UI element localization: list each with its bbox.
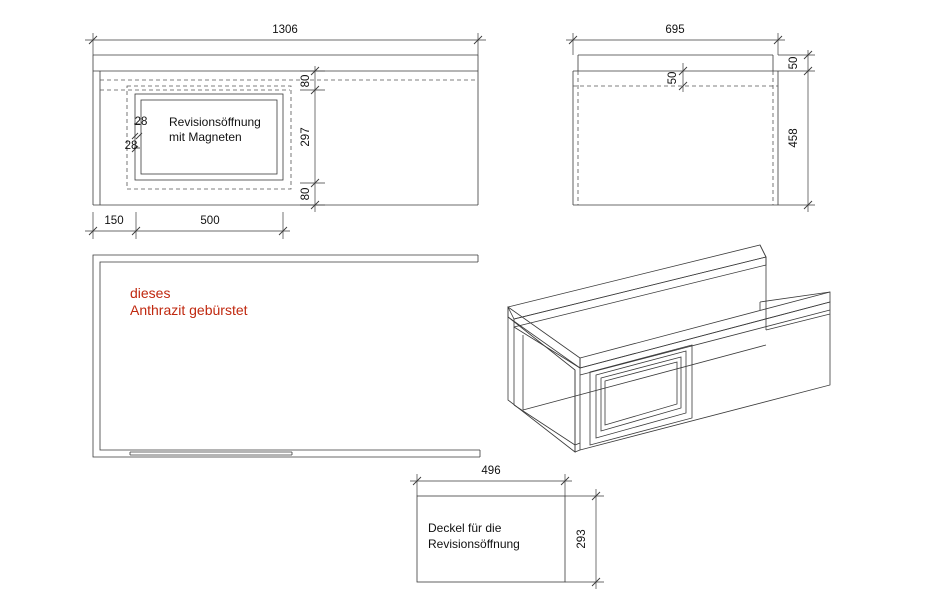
dim-side-inner-offset: 50 xyxy=(667,72,679,85)
dim-cover-width-label: 496 xyxy=(481,465,500,477)
revision-opening-label-1: Revisionsöffnung xyxy=(169,115,261,129)
dim-front-width: 1306 xyxy=(85,24,486,55)
dim-front-bottom-offset: 80 xyxy=(300,188,312,201)
dim-opening-width: 500 xyxy=(200,215,219,227)
front-elevation xyxy=(92,54,479,206)
dim-cover-height-label: 293 xyxy=(576,529,588,548)
dim-front-top-offset: 80 xyxy=(300,75,312,88)
revision-opening-label-2: mit Magneten xyxy=(169,130,242,144)
dim-front-vertical: 80 297 80 xyxy=(300,66,325,212)
cover-label-1: Deckel für die xyxy=(428,521,502,535)
isometric-view xyxy=(507,244,831,453)
dim-side-vertical: 50 458 xyxy=(778,50,815,212)
dim-side-width: 695 xyxy=(566,24,785,55)
side-elevation xyxy=(572,54,779,206)
dim-opening-left-offset: 150 xyxy=(104,215,123,227)
dim-cover-width: 496 xyxy=(410,465,572,496)
dim-front-bottom: 150 500 xyxy=(85,212,290,239)
cover-panel xyxy=(416,495,566,583)
plan-view xyxy=(92,254,481,458)
dim-front-opening-height: 297 xyxy=(300,127,312,146)
dim-side-inner: 50 xyxy=(667,63,688,92)
cover-label-2: Revisionsöffnung xyxy=(428,537,520,551)
material-note-line2: Anthrazit gebürstet xyxy=(130,302,248,318)
dim-side-top: 50 xyxy=(788,57,800,70)
dim-front-width-label: 1306 xyxy=(272,24,298,36)
dim-frame-vertical: 28 xyxy=(125,140,138,152)
dim-side-width-label: 695 xyxy=(665,24,684,36)
material-note-line1: dieses xyxy=(130,285,170,301)
dim-cover-height: 293 xyxy=(565,489,604,589)
dim-side-height: 458 xyxy=(788,128,800,147)
dim-frame-horizontal: 28 xyxy=(135,116,148,128)
